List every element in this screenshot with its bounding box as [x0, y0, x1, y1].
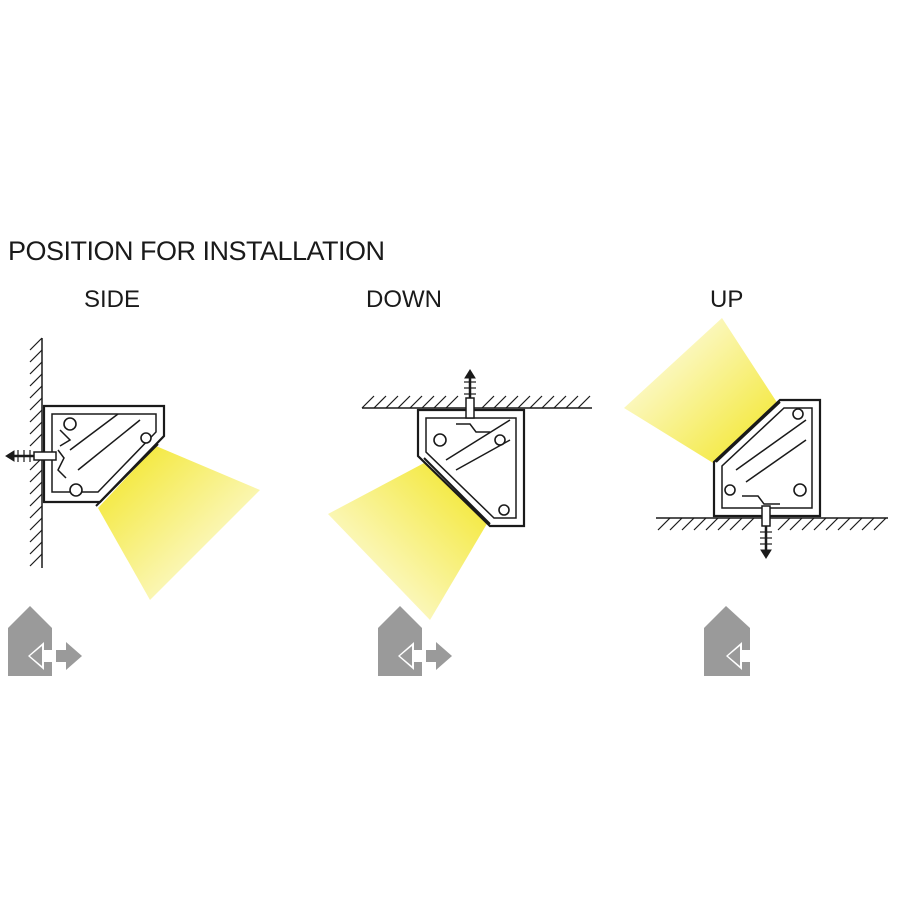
- diffuser: [423, 457, 491, 525]
- light-beam: [624, 318, 778, 466]
- floor-hatch: [656, 517, 888, 531]
- diffuser: [95, 443, 159, 507]
- page-title: POSITION FOR INSTALLATION: [8, 236, 385, 266]
- position-label-down: DOWN: [366, 286, 442, 313]
- down-installation: [328, 369, 592, 620]
- diffuser: [715, 401, 781, 463]
- position-label-side: SIDE: [84, 286, 141, 313]
- house-double-arrow-icon: [378, 606, 452, 676]
- side-installation: [5, 337, 260, 600]
- house-single-arrow-icon: [704, 606, 752, 676]
- aluminium-profile: [42, 404, 166, 504]
- light-beam: [328, 462, 488, 620]
- house-double-arrow-icon: [8, 606, 82, 676]
- light-beam: [98, 446, 260, 600]
- screw-icon: [760, 505, 772, 559]
- screw-icon: [464, 369, 476, 419]
- screw-icon: [5, 450, 57, 462]
- position-label-up: UP: [710, 286, 744, 313]
- up-installation: [624, 318, 888, 559]
- ceiling-hatch: [361, 395, 592, 409]
- aluminium-profile: [416, 408, 526, 528]
- aluminium-profile: [712, 398, 822, 518]
